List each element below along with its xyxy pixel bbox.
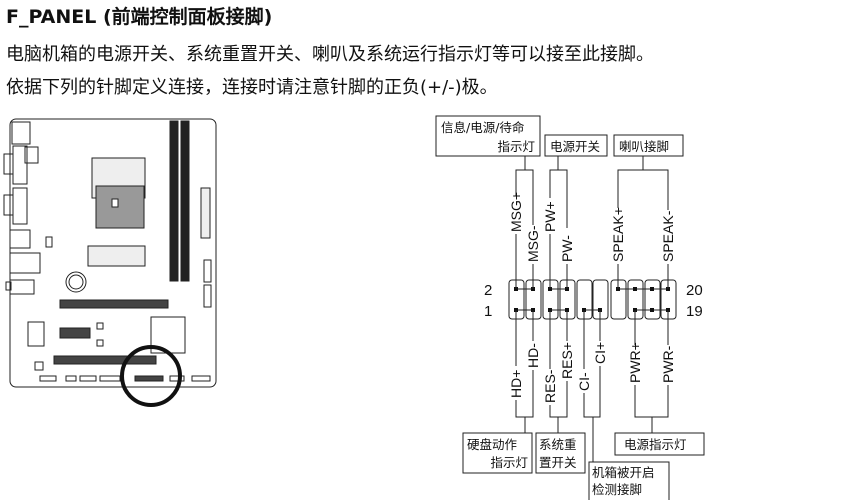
pin-label-msg-minus: MSG- [525, 225, 541, 262]
pin-label-pw-minus: PW- [559, 235, 575, 262]
power-led-label: 电源指示灯 [624, 437, 687, 452]
pin-label-msg-plus: MSG+ [508, 192, 524, 232]
speaker-label: 喇叭接脚 [619, 139, 669, 154]
msg-led-box [435, 115, 541, 157]
pin-label-ci-plus: CI+ [592, 342, 608, 364]
pin-label-pwr-minus: PWR- [660, 345, 676, 383]
pin-number-2: 2 [484, 282, 492, 299]
chassis-intrusion-label-1: 机箱被开启 [592, 465, 655, 480]
pin-label-hd-plus: HD+ [508, 370, 524, 398]
chassis-intrusion-label-2: 检测接脚 [592, 482, 642, 497]
reset-switch-box [535, 432, 586, 474]
pin-label-hd-minus: HD- [525, 343, 541, 368]
hdd-led-box [462, 432, 533, 474]
power-switch-box [544, 134, 608, 157]
reset-switch-label-2: 置开关 [539, 455, 577, 470]
hdd-led-label-1: 硬盘动作 [467, 437, 518, 452]
pin-label-speak-plus: SPEAK+ [610, 207, 626, 262]
msg-led-label-2: 指示灯 [497, 139, 535, 154]
pin-label-pwr-plus: PWR+ [627, 342, 643, 383]
description-line-1: 电脑机箱的电源开关、系统重置开关、喇叭及系统运行指示灯等可以接至此接脚。 [6, 44, 654, 65]
description-line-2: 依据下列的针脚定义连接，连接时请注意针脚的正负(+/-)极。 [6, 77, 498, 98]
pin-number-19: 19 [686, 303, 703, 320]
power-switch-label: 电源开关 [550, 139, 600, 154]
power-led-box [614, 432, 705, 456]
pin-label-ci-minus: CI- [576, 372, 592, 391]
highlight-circle [120, 345, 182, 407]
pin-number-20: 20 [686, 282, 703, 299]
pin-label-res-plus: RES+ [559, 342, 575, 379]
hdd-led-label-2: 指示灯 [490, 455, 528, 470]
motherboard-illustration [3, 118, 217, 407]
msg-led-label-1: 信息/电源/待命 [441, 120, 525, 135]
pin-number-1: 1 [484, 303, 492, 320]
section-heading: F_PANEL (前端控制面板接脚) [6, 6, 273, 28]
pin-label-res-minus: RES- [542, 369, 558, 403]
chassis-intrusion-box [588, 461, 670, 500]
pin-label-pw-plus: PW+ [542, 201, 558, 232]
f-panel-header [435, 115, 705, 500]
reset-switch-label-1: 系统重 [539, 437, 577, 452]
speaker-box [613, 134, 684, 157]
pin-label-speak-minus: SPEAK- [660, 210, 676, 262]
